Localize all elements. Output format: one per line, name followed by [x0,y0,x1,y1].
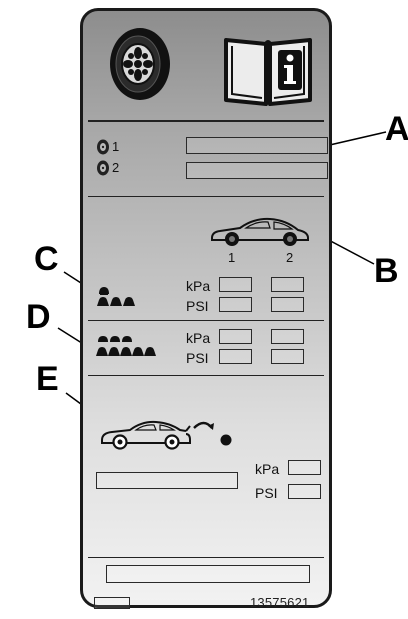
c-rear-psi-field [271,297,304,312]
tire-row-2-label: 2 [112,160,120,175]
footer-wide-field [106,565,310,583]
front-axle-label: 1 [228,250,236,265]
d-front-kpa-field [219,329,252,344]
callout-a: A [385,110,408,148]
d-front-psi-field [219,349,252,364]
footer-small-field [94,597,130,609]
d-rear-psi-field [271,349,304,364]
occupants-d-icon [96,336,156,356]
c-kpa-label: kPa [186,278,211,294]
d-psi-label: PSI [186,350,209,366]
tire-size-divider [88,196,324,197]
c-psi-label: PSI [186,298,209,314]
part-number: 13575621 [250,595,310,610]
occupants-c-icon [97,287,135,306]
tire-size-field-2 [186,162,328,179]
e-psi-label: PSI [255,485,278,501]
callout-b: B [374,252,399,290]
c-front-psi-field [219,297,252,312]
callout-d: D [26,298,51,336]
tire-row-1-label: 1 [112,139,120,154]
e-kpa-field [288,460,321,475]
d-kpa-label: kPa [186,330,211,346]
owner-manual-info-icon [224,38,312,106]
e-kpa-label: kPa [255,461,280,477]
section-d-divider [88,375,324,376]
car-trunk-load-icon [101,420,232,450]
c-rear-kpa-field [271,277,304,292]
tire-size-field-1 [186,137,328,154]
header-divider [88,120,324,122]
rear-axle-label: 2 [286,250,294,265]
tire-row-2-icon [97,160,109,176]
tire-row-1-icon [97,139,109,155]
car-side-icon [211,217,309,246]
d-rear-kpa-field [271,329,304,344]
tire-placard [80,8,332,608]
e-psi-field [288,484,321,499]
c-front-kpa-field [219,277,252,292]
load-capacity-field [96,472,238,489]
section-c-divider [88,320,324,321]
callout-e: E [36,360,59,398]
callout-c: C [34,240,59,278]
tire-icon [110,28,170,100]
footer-divider [88,557,324,558]
